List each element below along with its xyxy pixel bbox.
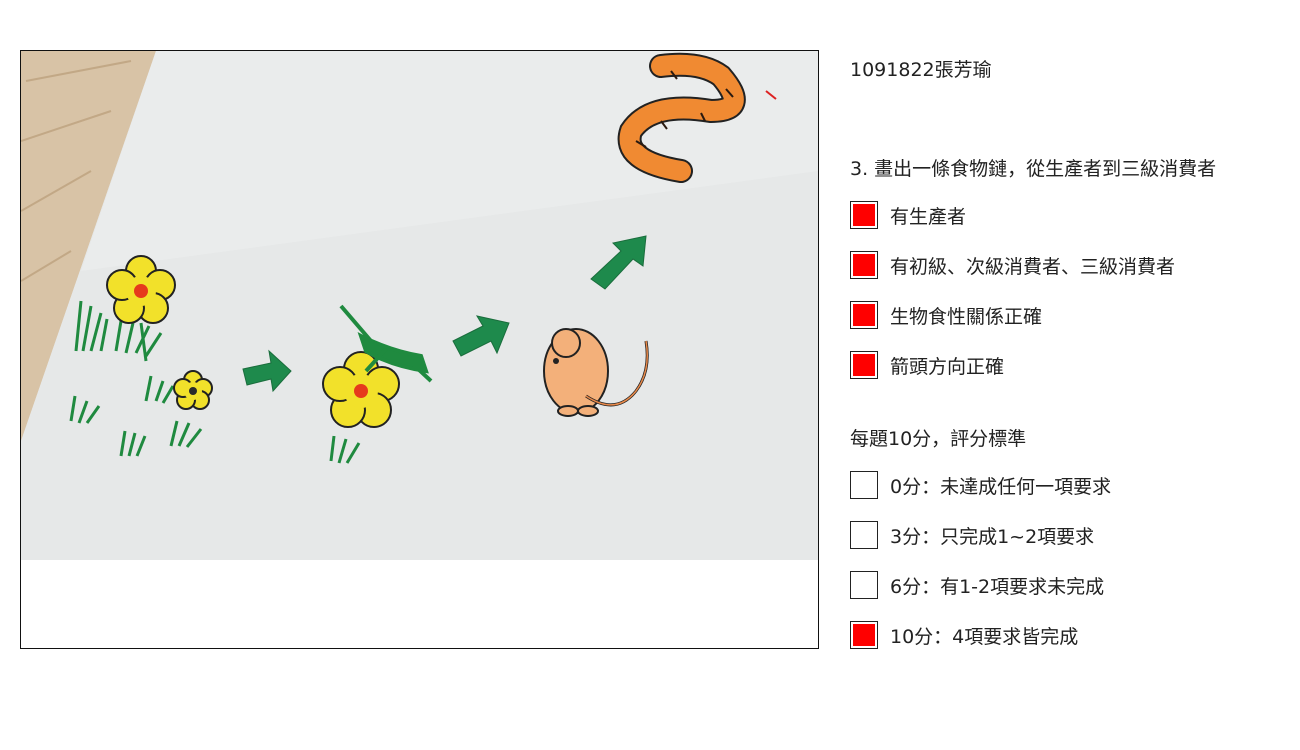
rubric-checkbox[interactable] (850, 571, 878, 599)
rubric-option-label: 3分：只完成1~2項要求 (890, 525, 1095, 548)
criteria-checkbox[interactable] (850, 251, 878, 279)
rubric-checkbox[interactable] (850, 471, 878, 499)
criteria-item: 有初級、次級消費者、三級消費者 (850, 249, 1175, 281)
rubric-option: 10分：4項要求皆完成 (850, 619, 1078, 651)
food-chain-drawing-icon (21, 51, 818, 560)
criteria-item: 生物食性關係正確 (850, 299, 1042, 331)
rubric-option: 6分：有1-2項要求未完成 (850, 569, 1104, 601)
criteria-item: 有生產者 (850, 199, 966, 231)
student-id-name: 1091822張芳瑜 (850, 59, 992, 81)
answer-photo-frame (20, 50, 819, 649)
rubric-option-label: 0分：未達成任何一項要求 (890, 475, 1112, 498)
question-text: 3. 畫出一條食物鏈，從生產者到三級消費者 (850, 158, 1217, 180)
rubric-checkbox[interactable] (850, 621, 878, 649)
criteria-checkbox[interactable] (850, 201, 878, 229)
rubric-checkbox[interactable] (850, 521, 878, 549)
rubric-option: 3分：只完成1~2項要求 (850, 519, 1094, 551)
criteria-label: 箭頭方向正確 (890, 355, 1005, 378)
rubric-option: 0分：未達成任何一項要求 (850, 469, 1111, 501)
criteria-item: 箭頭方向正確 (850, 349, 1004, 381)
rubric-title: 每題10分，評分標準 (850, 428, 1027, 450)
criteria-checkbox[interactable] (850, 351, 878, 379)
rubric-option-label: 10分：4項要求皆完成 (890, 625, 1079, 648)
food-chain-drawing-photo (21, 51, 818, 560)
criteria-label: 有初級、次級消費者、三級消費者 (890, 255, 1176, 278)
rubric-option-label: 6分：有1-2項要求未完成 (890, 575, 1105, 598)
criteria-label: 有生產者 (890, 205, 967, 228)
criteria-label: 生物食性關係正確 (890, 305, 1043, 328)
criteria-checkbox[interactable] (850, 301, 878, 329)
